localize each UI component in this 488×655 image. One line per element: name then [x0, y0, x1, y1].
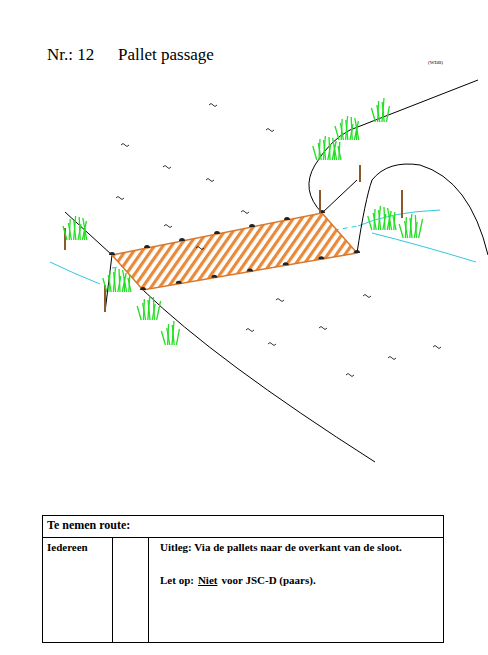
route-table — [42, 516, 444, 644]
table-cell: Uitleg: Via de pallets naar de overkant … — [160, 541, 402, 553]
pallets — [112, 213, 357, 290]
author-mark: (WDB) — [428, 60, 443, 65]
table-cell: Iedereen — [47, 541, 88, 553]
table-header: Te nemen route: — [47, 518, 130, 533]
pallet-blocks — [109, 210, 360, 290]
marsh-symbols — [116, 104, 441, 377]
grass-clumps — [63, 98, 423, 345]
sheet-number: Nr.: 12 — [47, 45, 94, 65]
path-line — [65, 80, 488, 462]
marker-posts — [65, 165, 402, 312]
title: Pallet passage — [118, 45, 214, 65]
note-text: voor JSC-D (paars). — [221, 574, 315, 586]
note-row: Let op: Nietvoor JSC-D (paars). — [160, 574, 316, 586]
note-text: Let op: — [160, 574, 194, 586]
emphasis-word: Niet — [198, 574, 218, 586]
